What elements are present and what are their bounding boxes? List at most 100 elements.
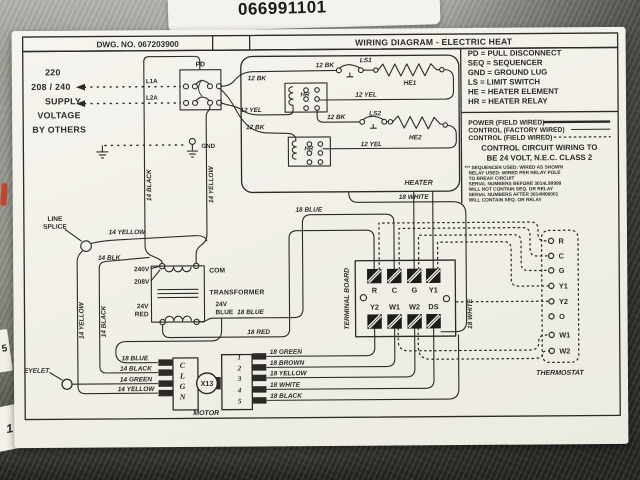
motor-pin-c: C: [180, 361, 186, 370]
ls2-label: LS2: [369, 110, 381, 117]
arrow-left-icon: [76, 100, 86, 108]
wire-label-18white: 18 WHITE: [467, 298, 474, 329]
wire-label-14green: 14 GREEN: [120, 376, 153, 383]
edge-fragment-text: 5: [1, 343, 9, 355]
motor-pin-4: 4: [237, 386, 242, 394]
gnd-label: GND: [201, 143, 215, 150]
wire-label-18blue: 18 BLUE: [237, 309, 264, 316]
terminal-y1: Y1: [429, 285, 438, 294]
wire-label-18white: 18 WHITE: [399, 194, 430, 201]
wire-label-14yellow: 14 YELLOW: [118, 386, 156, 393]
note-line: TO BREAK CIRCUIT: [469, 176, 515, 182]
terminal-lugs: [367, 268, 441, 329]
control-note: CONTROL CIRCUIT WIRING TO: [481, 143, 597, 153]
pd-contacts: [182, 79, 223, 106]
hr-label: HR: [301, 91, 311, 98]
thermostat-terminals: [547, 237, 555, 355]
wire-label-18yellow: 18 YELLOW: [270, 370, 308, 377]
tstat-o: O: [559, 312, 565, 321]
motor-label: MOTOR: [193, 410, 219, 417]
he2-label: HE2: [409, 134, 422, 141]
note-line: WILL NOT CONTAIN SEQ. OR RELAY: [469, 186, 554, 193]
terminal-c: C: [392, 286, 398, 295]
motor-right-stubs: [252, 353, 267, 404]
supply-line: VOLTAGE: [37, 110, 80, 120]
supply-voltage-block: 220 208 / 240 SUPPLY VOLTAGE BY OTHERS: [31, 67, 182, 135]
motor-pin-n: N: [179, 392, 187, 401]
tstat-w1: W1: [559, 330, 570, 339]
motor-pin-l: L: [179, 371, 185, 380]
tstat-y1: Y1: [559, 281, 568, 290]
wire-label-18green: 18 GREEN: [270, 349, 303, 356]
legend-line: SEQ = SEQUENCER: [468, 58, 543, 68]
l1a-label: L1A: [146, 78, 158, 85]
thermostat-field-wiring: [378, 221, 550, 360]
wiring-diagram: DWG. NO. 067203900 WIRING DIAGRAM - ELEC…: [21, 32, 621, 421]
wiring-diagram-label: DWG. NO. 067203900 WIRING DIAGRAM - ELEC…: [11, 26, 629, 449]
note-line: RELAY USED: WIRED PER RELAY POLE: [469, 170, 562, 177]
diagram-title: WIRING DIAGRAM - ELECTRIC HEAT: [355, 36, 513, 47]
mounting-hole: [359, 294, 368, 302]
wire-label-12yel: 12 YEL: [240, 107, 262, 114]
com-label: COM: [209, 267, 225, 274]
motor-connector: C L G N X13 1 2 3 4 5 MOTOR: [158, 353, 267, 417]
motor-pin-5: 5: [238, 397, 242, 405]
tstat-y2: Y2: [559, 297, 568, 306]
terminal-w1: W1: [389, 302, 400, 311]
wire-label-12yel: 12 YEL: [355, 92, 377, 99]
legend-line: PD = PULL DISCONNECT: [468, 48, 562, 58]
wire-label-18blue: 18 BLUE: [295, 207, 322, 214]
thermostat: R C G Y1 Y2 O W1 W2 THERMOSTAT: [536, 229, 584, 377]
line-type-label: POWER (FIELD WIRED): [468, 119, 544, 127]
wire-label-14black: 14 BLACK: [146, 168, 153, 201]
note-line: *** SEQUENCER USED: WIRED AS SHOWN: [464, 164, 563, 171]
wire-label-18blue: 18 BLUE: [121, 355, 148, 362]
supply-line: SUPPLY: [45, 96, 81, 106]
ls1-label: LS1: [360, 57, 372, 64]
abbreviation-legend: PD = PULL DISCONNECT SEQ = SEQUENCER GND…: [468, 48, 562, 106]
secondary-24v-red: 24V: [137, 303, 149, 310]
secondary-red: RED: [135, 311, 149, 318]
edge-red-mark: [0, 182, 8, 207]
supply-line: 220: [45, 67, 61, 77]
secondary-24v-blue: 24V: [215, 301, 227, 308]
motor-pin-g: G: [180, 382, 186, 391]
thermostat-label: THERMOSTAT: [536, 370, 584, 377]
transformer-label: TRANSFORMER: [209, 289, 264, 296]
ground-symbols: [96, 137, 198, 159]
tstat-w2: W2: [559, 346, 570, 355]
relay-coil: [288, 86, 294, 106]
motor-pin-3: 3: [237, 375, 242, 383]
note-line: WILL CONTAIN SEQ. OR RELAY: [469, 197, 543, 204]
edge-fragment-text: 1: [4, 421, 15, 437]
line-type-label: CONTROL (FIELD WIRED): [468, 135, 552, 143]
heater-box: [240, 54, 461, 194]
terminal-board: TERMINAL BOARD R C G Y1 Y2 W1 W2 DS: [344, 259, 457, 338]
terminal-r: R: [372, 286, 378, 295]
wire-label-18black: 18 BLACK: [270, 393, 303, 400]
field-supply-wires: [83, 85, 182, 105]
line-type-legend: POWER (FIELD WIRED) CONTROL (FACTORY WIR…: [468, 119, 611, 143]
heater-relay-1: HR: [284, 82, 328, 113]
wire-label-12bk: 12 BK: [327, 114, 347, 121]
wire-label-14blk: 14 BLK: [98, 255, 122, 262]
heater-element-1: [363, 63, 445, 77]
control-wiring: [115, 191, 468, 401]
terminal-g: G: [411, 286, 417, 295]
arrow-left-icon: [75, 83, 85, 91]
wire-label-14black: 14 BLACK: [120, 365, 153, 372]
secondary-blue: BLUE: [215, 309, 233, 316]
title-block-borders: [21, 32, 621, 421]
terminal-y2: Y2: [370, 303, 379, 312]
limit-switch-2: [359, 115, 388, 129]
wire-label-18red: 18 RED: [247, 329, 270, 336]
line-splice-label: LINE: [47, 216, 63, 223]
motor-left-stubs: [158, 359, 173, 397]
wire-label-12bk: 12 BK: [316, 62, 336, 69]
dwg-number: DWG. NO. 067203900: [96, 40, 179, 50]
relay-coil: [291, 140, 297, 160]
tstat-r: R: [558, 236, 564, 245]
edge-label-fragment-top: 5: [0, 329, 13, 373]
wire-label-12bk: 12 BK: [246, 124, 266, 131]
heater-label: HEATER: [404, 180, 432, 187]
